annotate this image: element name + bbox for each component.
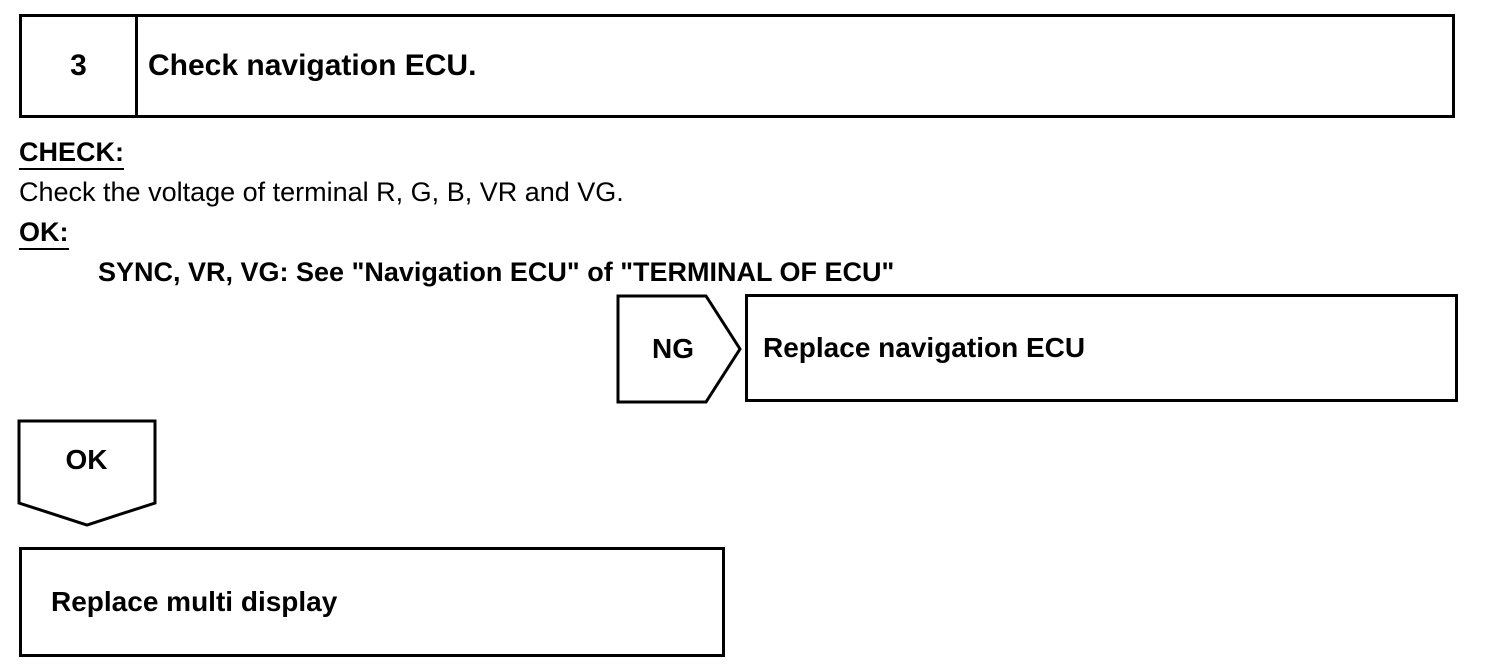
ok-arrow-shape xyxy=(17,419,157,527)
ng-arrow-shape xyxy=(616,294,742,404)
ok-label: OK: xyxy=(19,217,69,250)
ok-action-box: Replace multi display xyxy=(19,547,725,657)
check-label: CHECK: xyxy=(19,137,124,170)
check-text: Check the voltage of terminal R, G, B, V… xyxy=(19,177,624,207)
ng-action-text: Replace navigation ECU xyxy=(763,332,1086,363)
step-number: 3 xyxy=(22,17,138,115)
step-title: Check navigation ECU. xyxy=(148,49,477,82)
ok-criteria-text: SYNC, VR, VG: See "Navigation ECU" of "T… xyxy=(98,257,895,287)
ng-arrow-label: NG xyxy=(652,333,694,364)
ng-action-box: Replace navigation ECU xyxy=(745,294,1458,402)
ok-arrow-label: OK xyxy=(65,444,108,475)
ok-action-text: Replace multi display xyxy=(51,586,338,617)
step-header: 3 Check navigation ECU. xyxy=(19,14,1455,118)
